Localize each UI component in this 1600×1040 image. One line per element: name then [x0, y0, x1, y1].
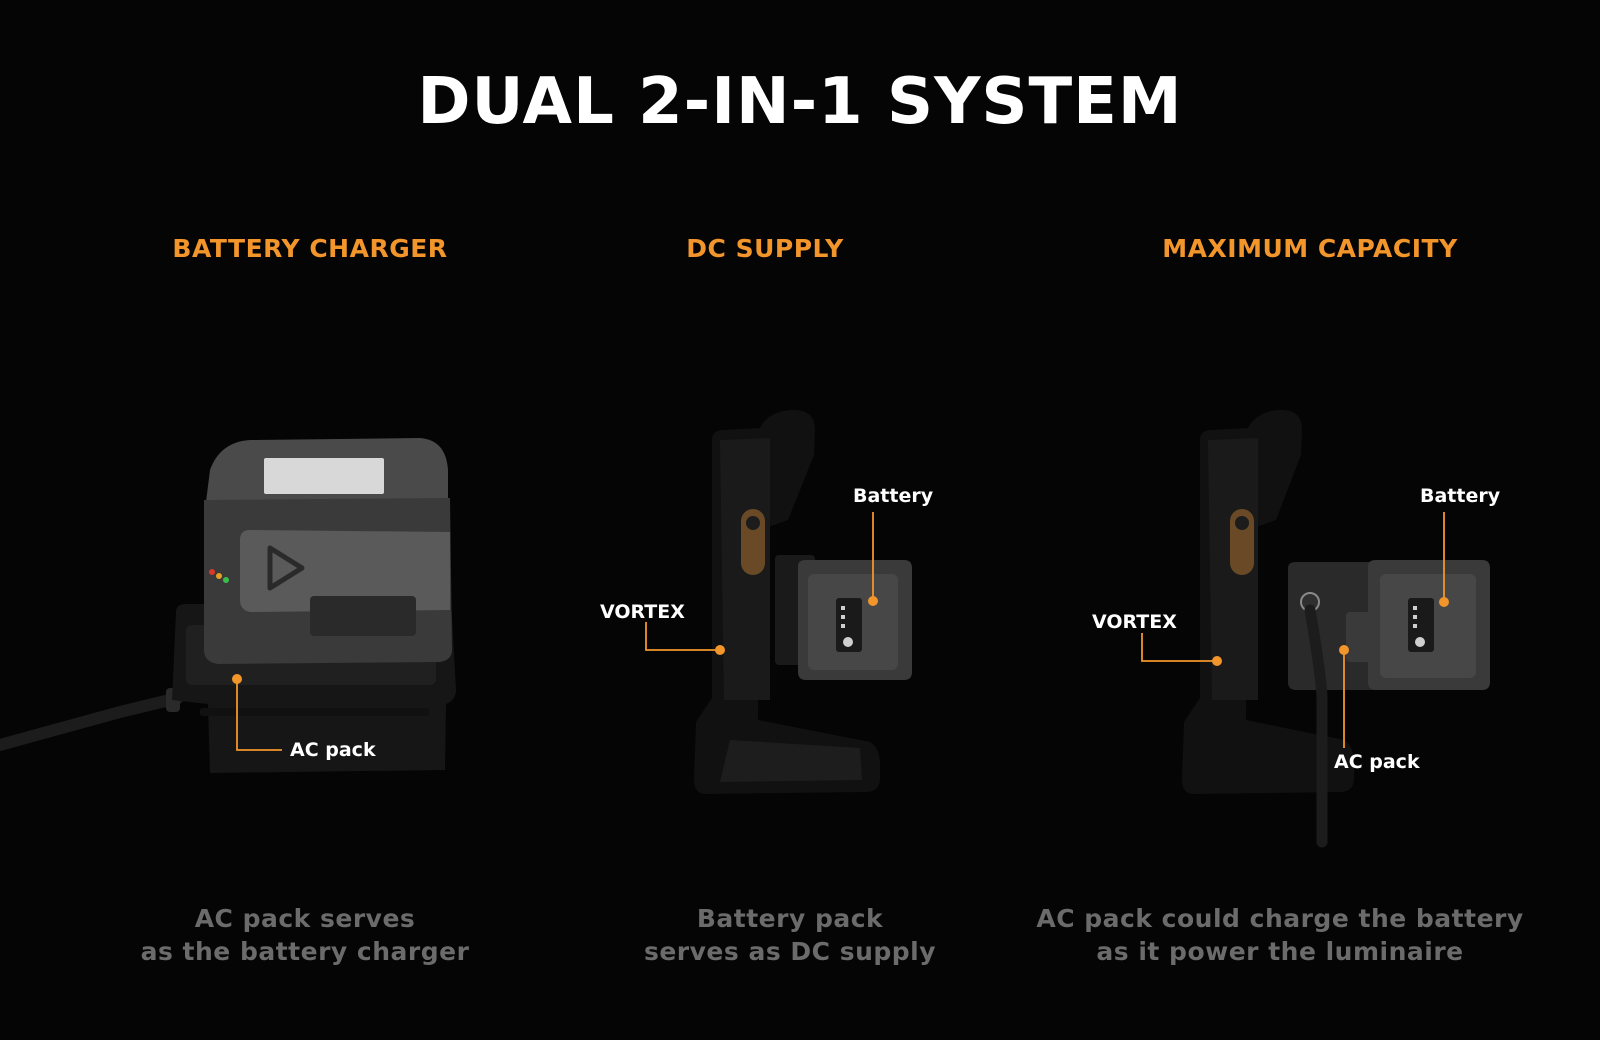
battery-grip: [240, 530, 450, 612]
led-green-icon: [223, 577, 229, 583]
vortex-knob: [746, 516, 760, 530]
caption-line: AC pack serves: [194, 904, 416, 933]
vortex-foot: [720, 740, 862, 782]
callout-label-vortex: VORTEX: [600, 601, 685, 623]
caption-line: serves as DC supply: [643, 937, 937, 966]
battery-button-icon: [843, 637, 853, 647]
battery-button-icon: [1415, 637, 1425, 647]
heading-dc-supply: DC SUPPLY: [686, 234, 844, 263]
battery-led-icon: [841, 615, 845, 619]
caption-battery-charger: AC pack serves as the battery charger: [100, 902, 510, 968]
callout-label-battery: Battery: [853, 485, 934, 507]
battery-charger-illustration: [0, 438, 456, 773]
led-amber-icon: [216, 573, 222, 579]
caption-line: Battery pack: [696, 904, 884, 933]
caption-maximum-capacity: AC pack could charge the battery as it p…: [1000, 902, 1560, 968]
battery-vent: [310, 596, 416, 636]
power-cable: [0, 692, 184, 751]
battery-led-icon: [841, 624, 845, 628]
callout-label-battery: Battery: [1420, 485, 1501, 507]
battery-indicator-panel: [836, 598, 862, 652]
callout-line-vortex: [645, 622, 720, 651]
maximum-capacity-illustration: [1141, 409, 1490, 848]
callout-label-ac-pack: AC pack: [1334, 751, 1420, 773]
power-cable: [1304, 604, 1328, 848]
vortex-knob: [1235, 516, 1249, 530]
callout-line-ac-pack: [236, 679, 282, 751]
play-logo-icon: [267, 545, 305, 591]
battery-label-sticker: [264, 458, 384, 494]
battery-led-icon: [1413, 624, 1417, 628]
battery-led-icon: [841, 606, 845, 610]
led-red-icon: [209, 569, 215, 575]
callout-label-vortex: VORTEX: [1092, 611, 1177, 633]
battery-led-icon: [1413, 606, 1417, 610]
battery-indicator-panel: [1408, 598, 1434, 652]
caption-dc-supply: Battery pack serves as DC supply: [600, 902, 980, 968]
callout-label-ac-pack: AC pack: [290, 739, 376, 761]
callout-line-vortex: [1141, 633, 1217, 662]
heading-maximum-capacity: MAXIMUM CAPACITY: [1162, 234, 1458, 263]
ac-pack-groove: [200, 708, 430, 716]
caption-line: AC pack could charge the battery: [1036, 904, 1524, 933]
dc-supply-illustration: [645, 409, 912, 794]
caption-line: as it power the luminaire: [1096, 937, 1464, 966]
page-title: DUAL 2-IN-1 SYSTEM: [417, 65, 1183, 139]
heading-battery-charger: BATTERY CHARGER: [172, 234, 448, 263]
battery-led-icon: [1413, 615, 1417, 619]
caption-line: as the battery charger: [140, 937, 470, 966]
